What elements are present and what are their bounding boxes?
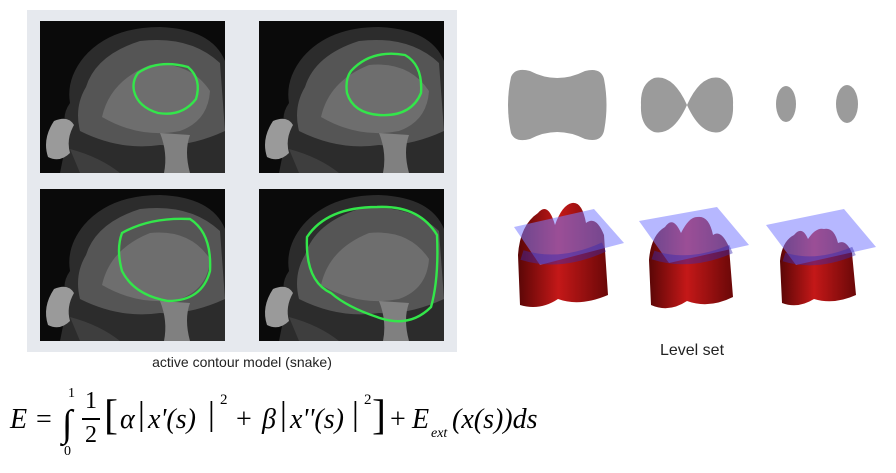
eq-beta: β	[262, 404, 276, 435]
eq-e-ext: E	[412, 404, 430, 435]
exponent-two: 2	[220, 392, 228, 408]
abs-bar: |	[280, 396, 287, 433]
exponent-two: 2	[364, 392, 372, 408]
mri-frame-2	[259, 21, 444, 173]
level-set-surface-1	[514, 202, 624, 307]
eq-plus: +	[390, 404, 406, 435]
left-bracket: [	[104, 393, 118, 439]
mri-frame-4	[259, 189, 444, 341]
fraction-bar	[82, 418, 100, 420]
mri-frame-1	[40, 21, 225, 173]
level-set-surface-3	[766, 209, 876, 306]
abs-bar: |	[208, 396, 215, 433]
eq-x-prime: x'(s)	[148, 404, 196, 435]
eq-ext-argument: (x(s))ds	[452, 404, 538, 435]
snake-caption: active contour model (snake)	[152, 354, 332, 370]
snake-figure-panel	[27, 10, 457, 352]
abs-bar: |	[352, 396, 359, 433]
integral-lower-limit: 0	[64, 444, 71, 459]
integral-sign: ∫	[62, 403, 73, 445]
level-set-shape-3	[776, 85, 858, 123]
level-set-surface-2	[639, 207, 749, 309]
snake-energy-equation: E = ∫ 1 0 1 2 [ α | x'(s) | 2 + β | x''(…	[6, 382, 538, 472]
eq-lhs: E	[10, 404, 28, 435]
level-set-shape-2	[640, 77, 734, 133]
abs-bar: |	[138, 396, 145, 433]
integral-upper-limit: 1	[68, 386, 75, 401]
fraction-numerator: 1	[85, 388, 97, 414]
eq-plus: +	[236, 404, 252, 435]
fraction-denominator: 2	[85, 422, 97, 448]
eq-x-double-prime: x''(s)	[290, 404, 344, 435]
right-bracket: ]	[372, 393, 386, 439]
mri-frame-3	[40, 189, 225, 341]
eq-ext-subscript: ext	[431, 426, 448, 441]
level-set-shape-1	[508, 69, 607, 141]
eq-equals: =	[36, 404, 52, 435]
eq-alpha: α	[120, 404, 135, 435]
level-set-caption: Level set	[659, 342, 725, 359]
